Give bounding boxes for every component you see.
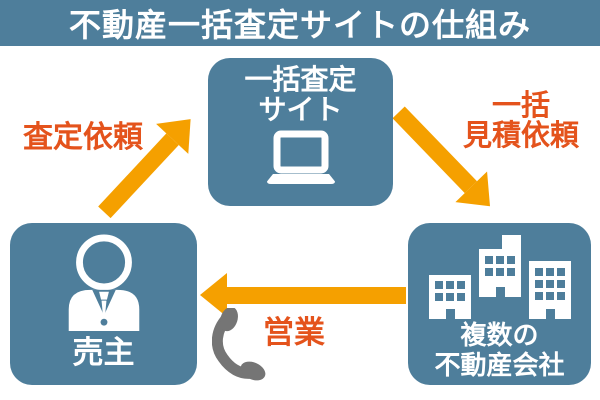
edge-label-bulk-line2: 見積依頼 — [462, 120, 579, 153]
phone-handset-graphic — [211, 306, 266, 381]
building-windows — [485, 256, 515, 297]
node-site-label-line1: 一括査定 — [244, 64, 357, 95]
node-companies-box: 複数の 不動産会社 — [408, 223, 591, 385]
building-windows — [435, 281, 465, 319]
node-companies-label: 複数の 不動産会社 — [434, 320, 565, 380]
node-site-label-line2: サイト — [258, 94, 343, 126]
node-companies-label-line1: 複数の — [460, 320, 539, 350]
page-title: 不動産一括査定サイトの仕組み — [68, 7, 531, 43]
person-icon — [68, 234, 139, 331]
phone-icon — [211, 306, 268, 382]
arrow-sales-left — [200, 273, 406, 317]
node-site-box: 一括査定 サイト — [208, 58, 393, 206]
edge-label-request: 査定依頼 — [23, 121, 143, 154]
laptop-icon — [266, 130, 335, 185]
node-companies-label-line2: 不動産会社 — [434, 349, 565, 380]
node-site-label: 一括査定 サイト — [244, 64, 357, 126]
edge-label-bulk-quote: 一括 見積依頼 — [448, 91, 594, 152]
edge-label-sales: 営業 — [263, 315, 325, 350]
buildings-icon — [429, 235, 571, 319]
arrow-head-icon — [200, 273, 227, 317]
building-windows — [535, 268, 565, 319]
header-bar: 不動産一括査定サイトの仕組み — [0, 0, 600, 46]
node-seller-box: 売主 — [10, 223, 197, 385]
node-seller-label: 売主 — [72, 335, 135, 370]
arrow-shaft — [227, 286, 406, 304]
edge-label-bulk-line1: 一括 — [491, 90, 550, 122]
